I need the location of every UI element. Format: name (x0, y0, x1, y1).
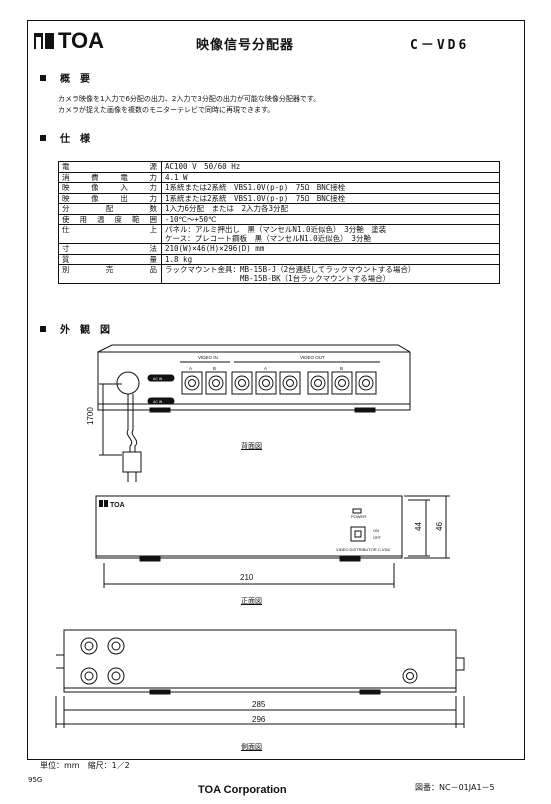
overview-line-2: カメラが捉えた画像を複数のモニターテレビで同時に再現できます。 (58, 106, 275, 114)
rear-out-a-label: A (264, 366, 267, 371)
spec-value: パネル：アルミ押出し 黒（マンセルN1.0近似色） 3分艶 塗装 ケース：プレコ… (161, 224, 500, 244)
rear-view-caption: 背面図 (241, 442, 262, 450)
spec-row: 仕上パネル：アルミ押出し 黒（マンセルN1.0近似色） 3分艶 塗装 ケース：プ… (58, 224, 500, 244)
video-in-label: VIDEO IN (198, 355, 218, 360)
spec-value: 210(W)×46(H)×296(D) mm (161, 243, 500, 255)
power-off-label: OFF (373, 535, 382, 540)
front-h44-dim: 44 (414, 522, 423, 531)
svg-text:TOA: TOA (110, 502, 125, 509)
spec-row: 別売品ラックマウント金具：MB-15B-J（2台連結してラックマウントする場合）… (58, 264, 500, 284)
front-logo: TOA (99, 500, 125, 509)
toa-logo: TOA (34, 28, 104, 54)
rear-out-b-label: B (340, 366, 343, 371)
drawing-sheet-border (27, 20, 525, 760)
bullet-square-icon (40, 74, 46, 81)
overview-line-1: カメラ映像を1入力で6分配の出力、2入力で3分配の出力が可能な映像分配器です。 (58, 95, 321, 103)
side-285-dim: 285 (252, 700, 266, 709)
product-name-label: VIDEO DISTRIBUTOR C-VD6 (336, 547, 390, 552)
power-label: POWER (351, 514, 366, 519)
spec-heading: 仕様 (40, 130, 100, 145)
model-number: C－VD6 (410, 38, 470, 53)
side-296-dim: 296 (252, 715, 266, 724)
side-view-caption: 側面図 (241, 743, 262, 751)
drawing-number: 図番：NC－01JA1－5 (415, 783, 495, 792)
bullet-square-icon (40, 325, 46, 332)
video-out-label: VIDEO OUT (300, 355, 325, 360)
ac-in-label-2: AC IN (153, 400, 163, 404)
spec-value: 1系統または2系統 VBS1.0V(p-p) 75Ω BNC接栓 (161, 182, 500, 194)
overview-heading: 概要 (40, 70, 100, 85)
spec-value: 1入力6分配 または 2入力各3分配 (161, 203, 500, 215)
front-view-caption: 正面図 (241, 597, 262, 605)
spec-value: AC100 V 50/60 Hz (161, 161, 500, 173)
cable-length-dim: 1700 (86, 407, 95, 425)
power-on-label: ON (373, 528, 379, 533)
bullet-square-icon (40, 134, 46, 141)
rear-view-drawing (97, 344, 411, 482)
page-title: 映像信号分配器 (196, 38, 295, 53)
rear-b-label: B (213, 366, 216, 371)
toa-logo-mark-icon (34, 33, 54, 49)
spec-value: 1系統または2系統 VBS1.0V(p-p) 75Ω BNC接栓 (161, 192, 500, 204)
side-view-drawing (55, 629, 465, 728)
rear-a-label: A (189, 366, 192, 371)
front-view-drawing (95, 495, 450, 588)
drawing-heading: 外観図 (40, 321, 120, 336)
spec-value: 4.1 W (161, 171, 500, 183)
document-code: 95G (28, 776, 43, 784)
front-width-dim: 210 (240, 573, 254, 582)
video-out-connectors (231, 361, 380, 395)
logo-text: TOA (58, 28, 105, 53)
ac-in-label: AC IN (153, 377, 163, 381)
video-in-connectors (180, 361, 230, 395)
front-h46-dim: 46 (435, 522, 444, 531)
units-scale-note: 単位：mm 縮尺：1／2 (40, 761, 130, 770)
company-name: TOA Corporation (198, 784, 287, 796)
spec-value: ラックマウント金具：MB-15B-J（2台連結してラックマウントする場合） MB… (161, 264, 500, 284)
side-screws (80, 637, 418, 685)
